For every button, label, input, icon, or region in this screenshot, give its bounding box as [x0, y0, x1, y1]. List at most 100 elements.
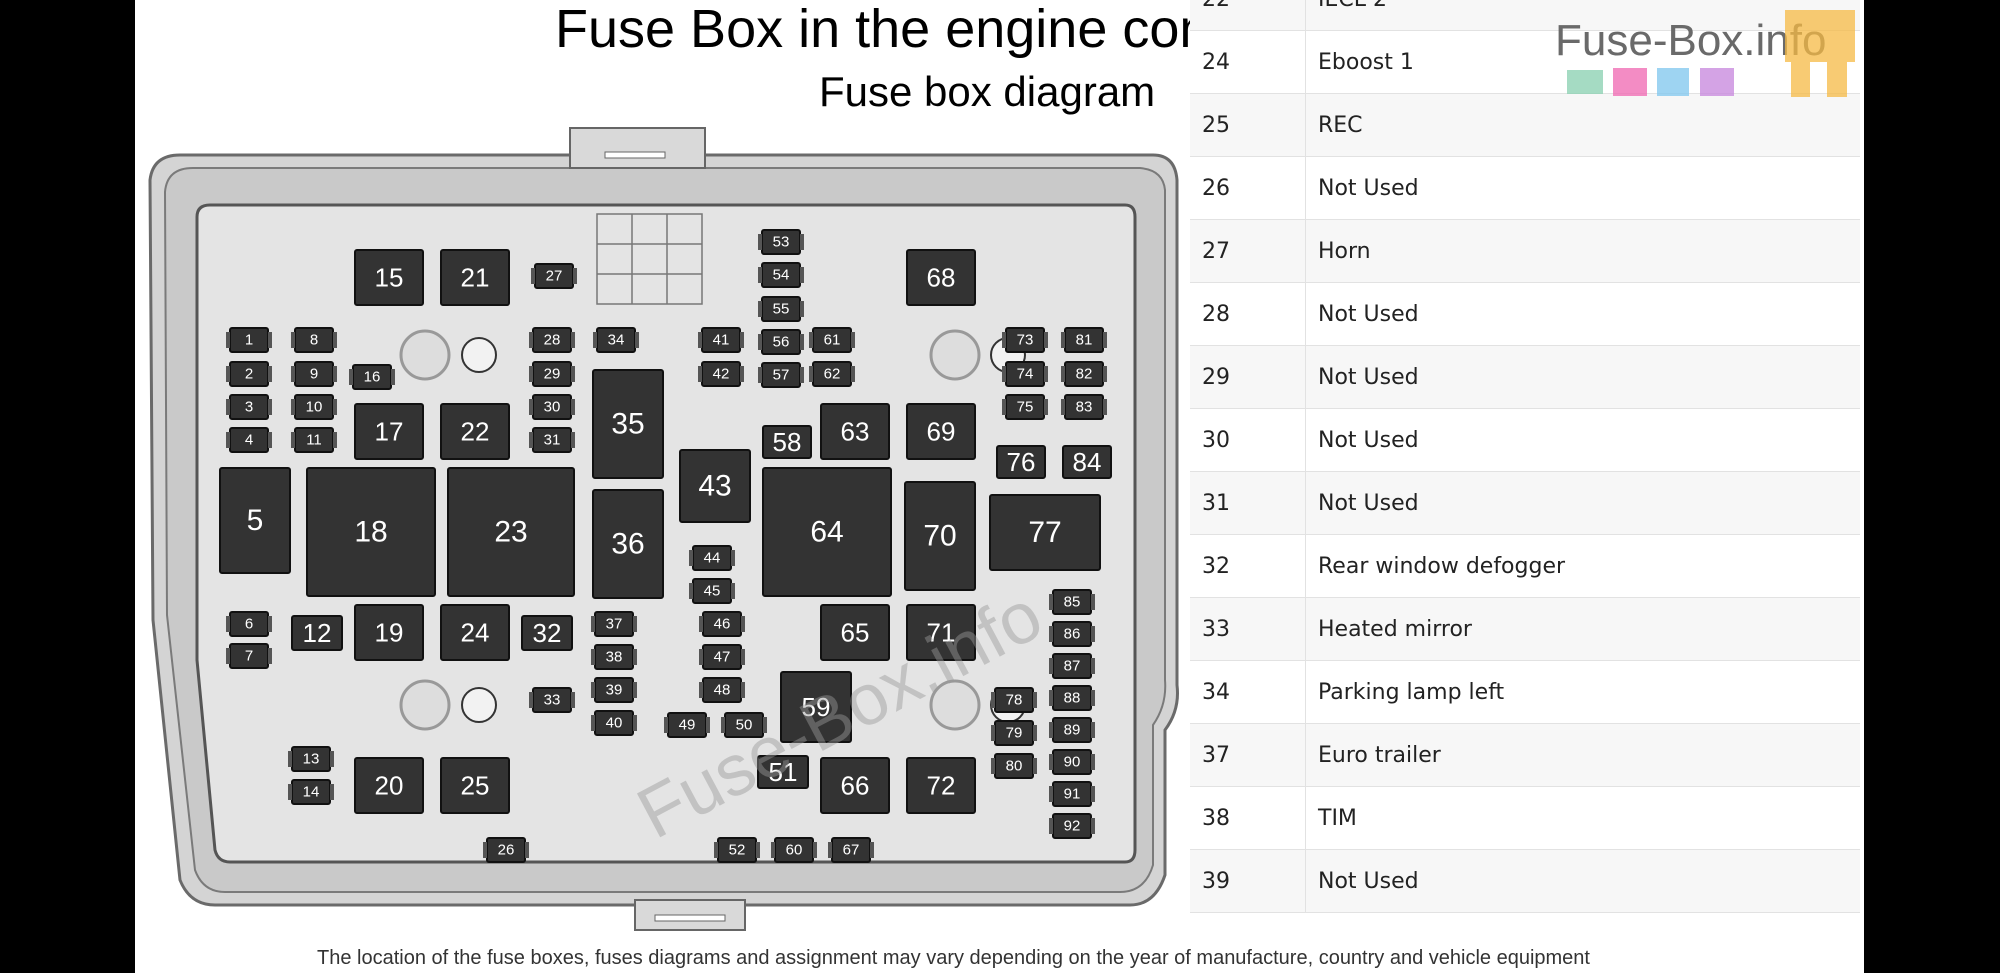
fuse-40: 40 [591, 710, 637, 736]
fuse-label: 61 [824, 332, 841, 349]
fuse-description-cell: Horn [1318, 238, 1371, 264]
fuse-label: 90 [1064, 754, 1081, 771]
mounting-bolt-group [399, 329, 981, 731]
fuse-label: 1 [245, 332, 253, 349]
fuse-label: 42 [713, 366, 730, 383]
fuse-label: 84 [1073, 447, 1102, 477]
fuse-label: 85 [1064, 594, 1081, 611]
fuse-11: 11 [291, 427, 337, 453]
fuse-label: 54 [773, 267, 790, 284]
page-subtitle: Fuse box diagram [819, 68, 1156, 115]
fuse-72: 72 [906, 757, 976, 814]
fuse-28: 28 [529, 327, 575, 353]
fuse-description-cell: Eboost 1 [1318, 49, 1414, 75]
fuse-number-cell: 34 [1190, 661, 1306, 723]
fuse-label: 86 [1064, 626, 1081, 643]
fuse-label: 37 [606, 616, 623, 633]
fuse-label: 2 [245, 366, 253, 383]
fuse-label: 87 [1064, 658, 1081, 675]
fuse-label: 65 [841, 618, 870, 648]
green-fuse-icon [1567, 70, 1603, 94]
fuse-39: 39 [591, 677, 637, 703]
fuse-36: 36 [592, 489, 664, 599]
fuse-label: 44 [704, 550, 721, 567]
fuse-87: 87 [1049, 653, 1095, 679]
fuse-67: 67 [828, 837, 874, 863]
top-latch-slot [604, 151, 666, 159]
fuse-45: 45 [689, 578, 735, 604]
fuse-88: 88 [1049, 685, 1095, 711]
fuse-label: 19 [375, 618, 404, 648]
fuse-43: 43 [679, 449, 751, 523]
fuse-label: 49 [679, 717, 696, 734]
fuse-53: 53 [758, 229, 804, 255]
fuse-label: 29 [544, 366, 561, 383]
fuse-49: 49 [664, 712, 710, 738]
fuse-label: 83 [1076, 399, 1093, 416]
fuse-label: 16 [364, 369, 381, 386]
fuse-65: 65 [820, 604, 890, 661]
mounting-hole [461, 687, 497, 723]
fuse-label: 55 [773, 301, 790, 318]
fuse-label: 57 [773, 367, 790, 384]
fuse-label: 79 [1006, 725, 1023, 742]
footer-note: The location of the fuse boxes, fuses di… [317, 947, 1590, 969]
fuse-75: 75 [1002, 394, 1048, 420]
table-row: 22IECL 2 [1190, 0, 1860, 31]
fuse-52: 52 [714, 837, 760, 863]
logo-text: Fuse-Box.info [1555, 16, 1827, 65]
fuse-label: 23 [494, 516, 527, 549]
fuse-label: 81 [1076, 332, 1093, 349]
fuse-57: 57 [758, 362, 804, 388]
fuse-label: 91 [1064, 786, 1081, 803]
fuse-35: 35 [592, 369, 664, 479]
fuse-description-cell: Not Used [1318, 364, 1419, 390]
fuse-59: 59 [780, 671, 852, 743]
fuse-9: 9 [291, 361, 337, 387]
fuse-50: 50 [721, 712, 767, 738]
fuse-label: 67 [843, 842, 860, 859]
fuse-18: 18 [306, 467, 436, 597]
fuse-55: 55 [758, 296, 804, 322]
fuse-58: 58 [762, 425, 812, 459]
fuse-82: 82 [1061, 361, 1107, 387]
fuse-label: 40 [606, 715, 623, 732]
fuse-label: 52 [729, 842, 746, 859]
fuse-66: 66 [820, 757, 890, 814]
fuse-label: 43 [698, 470, 731, 503]
fuse-label: 64 [810, 516, 843, 549]
fuse-89: 89 [1049, 717, 1095, 743]
fuse-label: 22 [461, 417, 490, 447]
fuse-label: 92 [1064, 818, 1081, 835]
fuse-46: 46 [699, 611, 745, 637]
fuse-label: 12 [303, 618, 332, 648]
fuse-label: 68 [927, 263, 956, 293]
top-latch [569, 127, 706, 169]
fuse-label: 73 [1017, 332, 1034, 349]
fuse-5: 5 [219, 467, 291, 574]
fuse-label: 88 [1064, 690, 1081, 707]
fuse-76: 76 [996, 445, 1046, 479]
fuse-label: 6 [245, 616, 253, 633]
site-logo: Fuse-Box.info [1555, 2, 1864, 102]
fuse-label: 69 [927, 417, 956, 447]
pink-fuse-icon [1613, 68, 1647, 96]
fuse-number-cell: 22 [1190, 0, 1306, 30]
fuse-70: 70 [904, 481, 976, 591]
fuse-19: 19 [354, 604, 424, 661]
mounting-bolt [929, 329, 981, 381]
fuse-label: 18 [354, 516, 387, 549]
fuse-63: 63 [820, 403, 890, 460]
fuse-label: 24 [461, 618, 490, 648]
blue-fuse-icon [1657, 68, 1689, 96]
fuse-label: 47 [714, 649, 731, 666]
fuse-label: 4 [245, 432, 253, 449]
